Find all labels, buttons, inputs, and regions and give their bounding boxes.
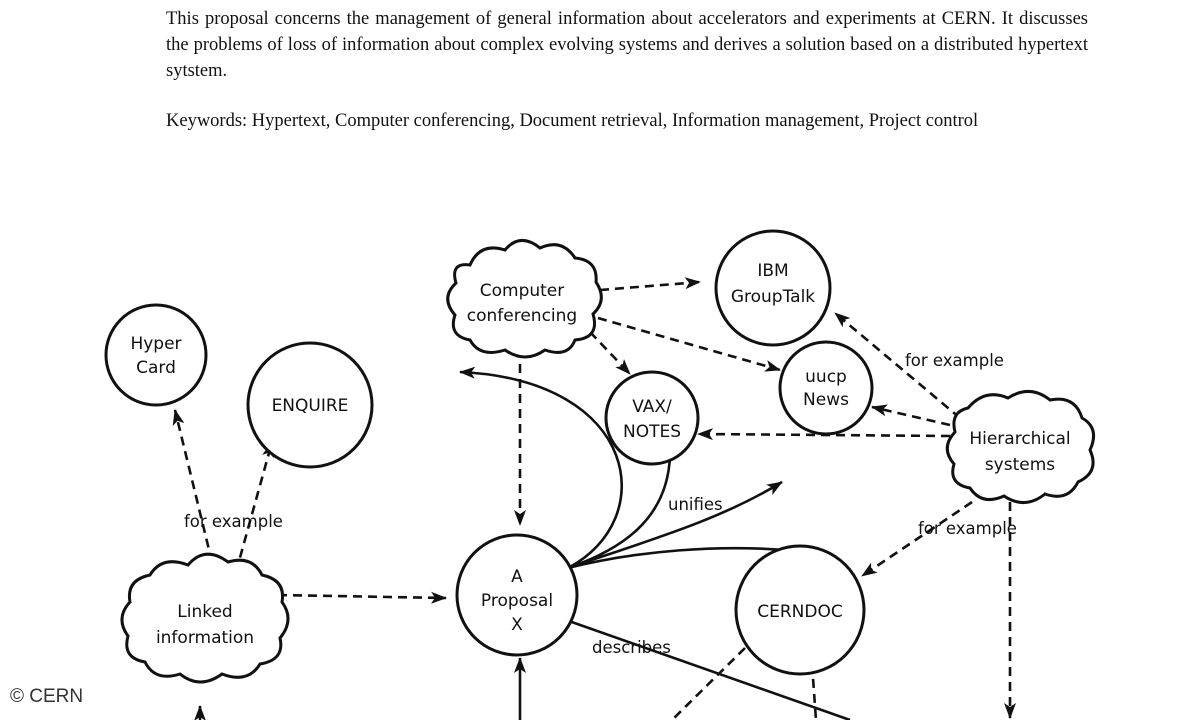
node-proposal-line1: A: [511, 567, 523, 587]
node-cerndoc-label: CERNDOC: [757, 602, 842, 622]
edge-cerndoc-down: [671, 647, 746, 720]
edge-proposal-to-cerndoc: [567, 546, 786, 570]
edge-label-unifies: unifies: [668, 495, 723, 514]
edge-label-for-example-ibm: for example: [905, 351, 1004, 370]
edge-label-for-example-cerndoc: for example: [918, 519, 1017, 538]
edge-conferencing-to-vax: [589, 331, 631, 375]
node-hypercard: Hyper Card: [104, 303, 208, 407]
copyright-notice: © CERN: [10, 686, 84, 707]
node-ibm-grouptalk-line2: GroupTalk: [731, 287, 815, 307]
node-linked-information-line2: information: [156, 628, 254, 648]
node-hypercard-line1: Hyper: [130, 334, 181, 354]
diagram-edge-labels: for example for example for example unif…: [184, 351, 1017, 657]
node-linked-information: Linked information: [120, 552, 290, 684]
node-hypercard-line2: Card: [136, 358, 176, 378]
node-hierarchical-systems-line1: Hierarchical: [969, 429, 1070, 449]
node-uucp-news-line1: uucp: [805, 367, 847, 387]
node-proposal-line3: X: [511, 615, 523, 635]
node-vax-notes-line1: VAX/: [632, 397, 672, 417]
edge-conferencing-to-ibm: [599, 277, 701, 292]
node-enquire-label: ENQUIRE: [272, 396, 349, 416]
node-computer-conferencing-line1: Computer: [480, 281, 565, 301]
edge-proposal-describes: [565, 618, 851, 720]
abstract-paragraph: This proposal concerns the management of…: [166, 9, 1088, 81]
node-ibm-grouptalk: IBM GroupTalk: [714, 229, 832, 347]
edge-hierarchical-to-ibm: [834, 312, 961, 419]
edge-cerndoc-down-2: [810, 663, 818, 720]
edge-linked-to-enquire: [234, 441, 274, 573]
node-linked-information-line1: Linked: [177, 602, 232, 622]
edge-conferencing-to-uucp: [597, 316, 781, 372]
edge-proposal-to-uucp: [567, 480, 783, 570]
node-enquire: ENQUIRE: [246, 341, 374, 469]
node-ibm-grouptalk-line1: IBM: [757, 261, 788, 281]
diagram-edges: [172, 277, 1016, 720]
edge-linked-to-proposal: [277, 591, 447, 604]
node-vax-notes-line2: NOTES: [623, 422, 681, 442]
edge-proposal-to-enquire: [459, 366, 624, 570]
node-cerndoc: CERNDOC: [734, 544, 866, 676]
node-uucp-news-line2: News: [803, 390, 849, 410]
node-uucp-news: uucp News: [778, 340, 874, 436]
edge-label-describes: describes: [592, 638, 671, 657]
node-hierarchical-systems: Hierarchical systems: [945, 390, 1096, 504]
node-vax-notes: VAX/ NOTES: [604, 370, 700, 466]
keywords-paragraph: Keywords: Hypertext, Computer conferenci…: [166, 111, 979, 131]
node-computer-conferencing-line2: conferencing: [467, 306, 577, 326]
edge-hierarchical-to-uucp: [871, 404, 951, 427]
node-hierarchical-systems-line2: systems: [985, 455, 1055, 475]
node-proposal-line2: Proposal: [481, 591, 553, 611]
edge-label-for-example-linked: for example: [184, 512, 283, 531]
edge-hierarchical-to-cerndoc: [861, 500, 973, 578]
node-computer-conferencing: Computer conferencing: [446, 239, 603, 359]
edge-linked-to-hypercard: [172, 409, 214, 563]
node-proposal: A Proposal X: [455, 533, 579, 657]
